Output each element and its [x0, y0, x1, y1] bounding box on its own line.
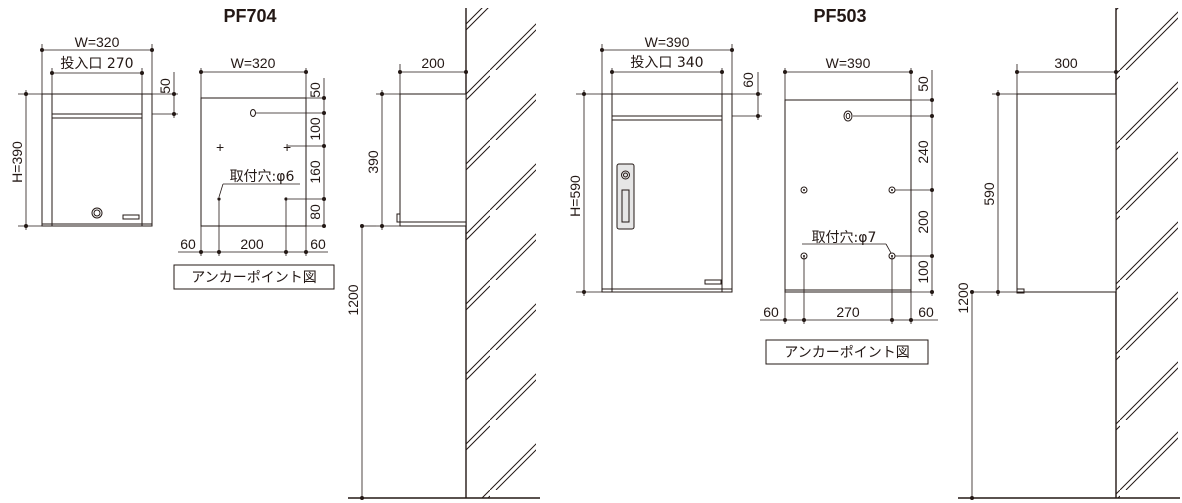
bottom-dim-label: 60 — [310, 236, 326, 252]
side-body — [1016, 93, 1117, 293]
right-dim-label: 200 — [915, 210, 931, 234]
side-height-label: 390 — [365, 150, 381, 174]
anchor-caption: アンカーポイント図 — [191, 270, 316, 286]
nameplate-icon — [122, 214, 140, 220]
side-height-label: 590 — [981, 182, 997, 206]
model-title: PF503 — [813, 6, 866, 26]
front-width-label: W=390 — [645, 34, 690, 50]
svg-text:+: + — [216, 139, 224, 155]
top-height-label: 50 — [157, 78, 173, 94]
right-dim-label: 80 — [307, 204, 323, 220]
anchor-body — [200, 97, 307, 227]
mount-height-label: 1200 — [955, 282, 971, 313]
nameplate-icon — [704, 279, 722, 285]
front-view: W=320 投入口 270 50 H=390 — [9, 34, 178, 230]
hanging-hole-icon — [250, 109, 256, 117]
anchor-width-label: W=390 — [826, 55, 871, 71]
hanging-hole-icon — [843, 110, 853, 122]
bottom-dim-label: 60 — [918, 304, 934, 320]
front-height-label: H=390 — [9, 141, 25, 183]
front-height-label: H=590 — [567, 175, 583, 217]
anchor-hole — [800, 186, 808, 194]
bottom-dim-label: 200 — [240, 236, 264, 252]
anchor-caption-box — [173, 264, 335, 290]
model-pf503: PF503 W=390 投入口 340 — [567, 6, 1180, 500]
front-view: W=390 投入口 340 60 H=590 — [567, 34, 762, 296]
right-dim-label: 50 — [915, 76, 931, 92]
right-dim-label: 160 — [307, 160, 323, 184]
front-width-label: W=320 — [75, 34, 120, 50]
slot-width-label: 投入口 340 — [630, 55, 703, 71]
side-depth-label: 300 — [1054, 55, 1078, 71]
wall-hatch — [1116, 8, 1178, 498]
side-body — [399, 93, 467, 227]
bottom-dim-label: 270 — [836, 304, 860, 320]
model-title: PF704 — [223, 6, 276, 26]
side-view: 200 390 1200 — [345, 8, 540, 500]
right-dim-label: 100 — [307, 117, 323, 141]
anchor-width-label: W=320 — [231, 55, 276, 71]
bottom-dim-label: 60 — [763, 304, 779, 320]
handle-icon — [616, 163, 635, 230]
key-lock-icon — [91, 207, 103, 219]
anchor-caption: アンカーポイント図 — [784, 345, 909, 361]
hole-size-label: 取付穴:φ6 — [230, 169, 295, 185]
mount-height-label: 1200 — [345, 284, 361, 315]
wall-hatch — [466, 8, 536, 498]
front-body — [41, 93, 153, 227]
right-dim-label: 50 — [307, 82, 323, 98]
anchor-view: + + 取付穴:φ6 W=320 50 100 160 — [173, 55, 335, 290]
bottom-dim-label: 60 — [180, 236, 196, 252]
anchor-body — [784, 99, 912, 293]
top-height-label: 60 — [740, 72, 756, 88]
svg-text:+: + — [283, 139, 291, 155]
key-lock-icon — [621, 170, 630, 180]
side-view: 300 590 1200 — [955, 8, 1180, 500]
anchor-caption-box — [765, 339, 929, 365]
side-depth-label: 200 — [421, 55, 445, 71]
right-dim-label: 100 — [915, 260, 931, 284]
slot-width-label: 投入口 270 — [60, 56, 133, 72]
hole-size-label: 取付穴:φ7 — [812, 230, 877, 246]
model-pf704: PF704 W=320 投入口 270 — [9, 6, 540, 500]
right-dim-label: 240 — [915, 140, 931, 164]
anchor-view: 取付穴:φ7 W=390 50 240 200 100 — [760, 55, 938, 365]
